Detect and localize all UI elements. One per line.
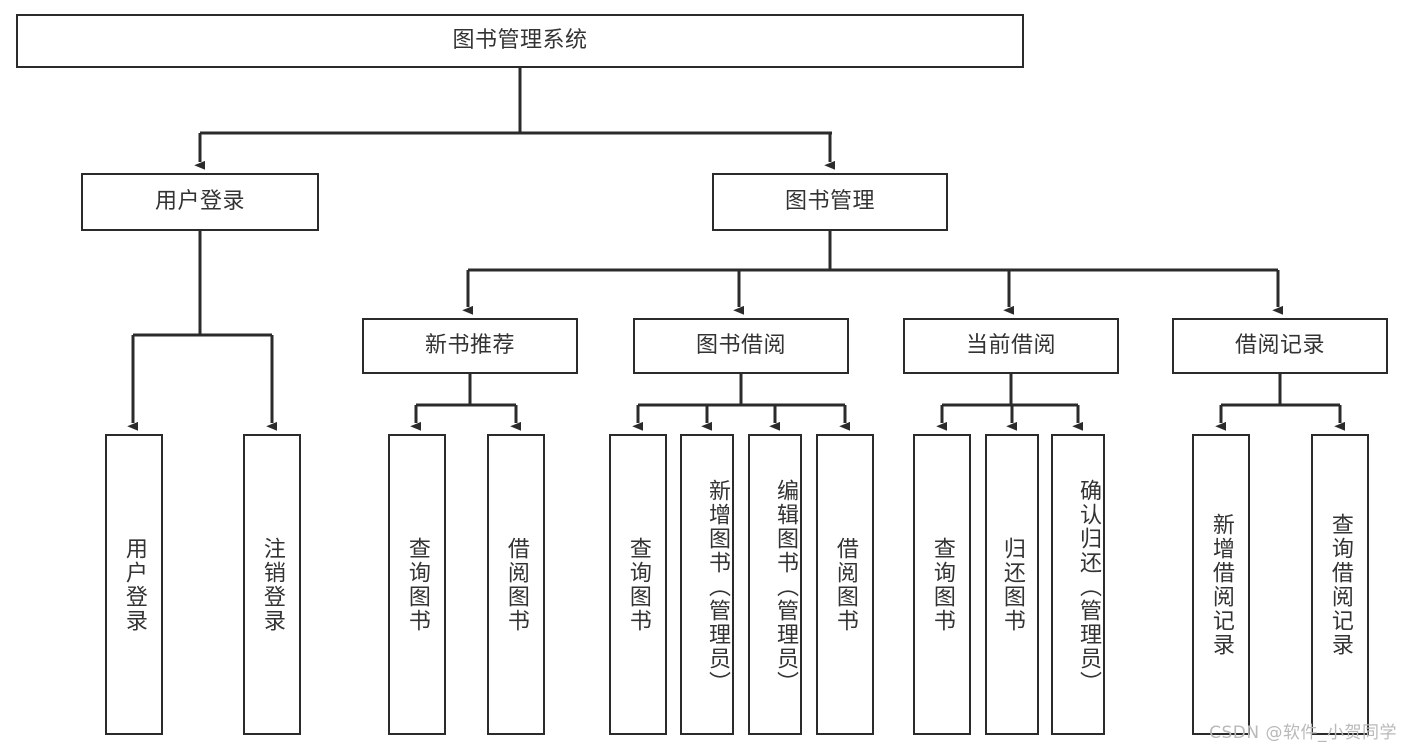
node-label: 新书推荐 <box>424 332 515 358</box>
node-leaf-query-book-current[interactable]: 查询图书 <box>913 434 971 735</box>
node-leaf-add-borrow-record[interactable]: 新增借阅记录 <box>1192 434 1250 735</box>
node-borrow-record[interactable]: 借阅记录 <box>1172 318 1388 374</box>
node-book-borrow[interactable]: 图书借阅 <box>633 318 849 374</box>
node-label: 确认归还（管理员） <box>1076 478 1101 695</box>
node-label: 借阅图书 <box>503 536 529 633</box>
node-new-book-recommendation[interactable]: 新书推荐 <box>362 318 578 374</box>
node-label: 用户登录 <box>121 536 147 633</box>
node-root-book-management-system[interactable]: 图书管理系统 <box>16 14 1024 68</box>
node-label: 当前借阅 <box>965 332 1056 358</box>
node-label: 查询图书 <box>929 536 955 633</box>
node-label: 查询图书 <box>404 536 430 633</box>
node-user-login[interactable]: 用户登录 <box>81 173 319 231</box>
node-label: 查询图书 <box>625 536 651 633</box>
node-leaf-query-book-recommend[interactable]: 查询图书 <box>388 434 446 735</box>
node-label: 图书管理系统 <box>452 27 588 53</box>
node-leaf-borrow-book-recommend[interactable]: 借阅图书 <box>487 434 545 735</box>
node-label: 新增借阅记录 <box>1208 512 1234 657</box>
node-leaf-query-book-borrow[interactable]: 查询图书 <box>609 434 667 735</box>
node-label: 借阅记录 <box>1234 332 1325 358</box>
node-leaf-confirm-return-admin[interactable]: 确认归还（管理员） <box>1051 434 1105 735</box>
watermark-text: CSDN @软件_小贺同学 <box>1209 723 1397 743</box>
node-leaf-edit-book-admin[interactable]: 编辑图书（管理员） <box>748 434 802 735</box>
node-label: 借阅图书 <box>832 536 858 633</box>
node-leaf-add-book-admin[interactable]: 新增图书（管理员） <box>680 434 734 735</box>
node-label: 图书管理 <box>784 188 875 214</box>
node-current-borrow[interactable]: 当前借阅 <box>903 318 1119 374</box>
node-leaf-user-login[interactable]: 用户登录 <box>105 434 163 735</box>
node-label: 查询借阅记录 <box>1327 512 1353 657</box>
node-book-management[interactable]: 图书管理 <box>712 173 948 231</box>
node-label: 编辑图书（管理员） <box>773 478 798 695</box>
node-label: 用户登录 <box>154 188 245 214</box>
node-leaf-query-borrow-record[interactable]: 查询借阅记录 <box>1311 434 1369 735</box>
node-label: 注销登录 <box>259 536 285 633</box>
node-leaf-borrow-book[interactable]: 借阅图书 <box>816 434 874 735</box>
node-label: 图书借阅 <box>695 332 786 358</box>
node-label: 新增图书（管理员） <box>705 478 730 695</box>
node-leaf-return-book[interactable]: 归还图书 <box>985 434 1039 735</box>
node-leaf-logout[interactable]: 注销登录 <box>243 434 301 735</box>
node-label: 归还图书 <box>999 536 1025 633</box>
